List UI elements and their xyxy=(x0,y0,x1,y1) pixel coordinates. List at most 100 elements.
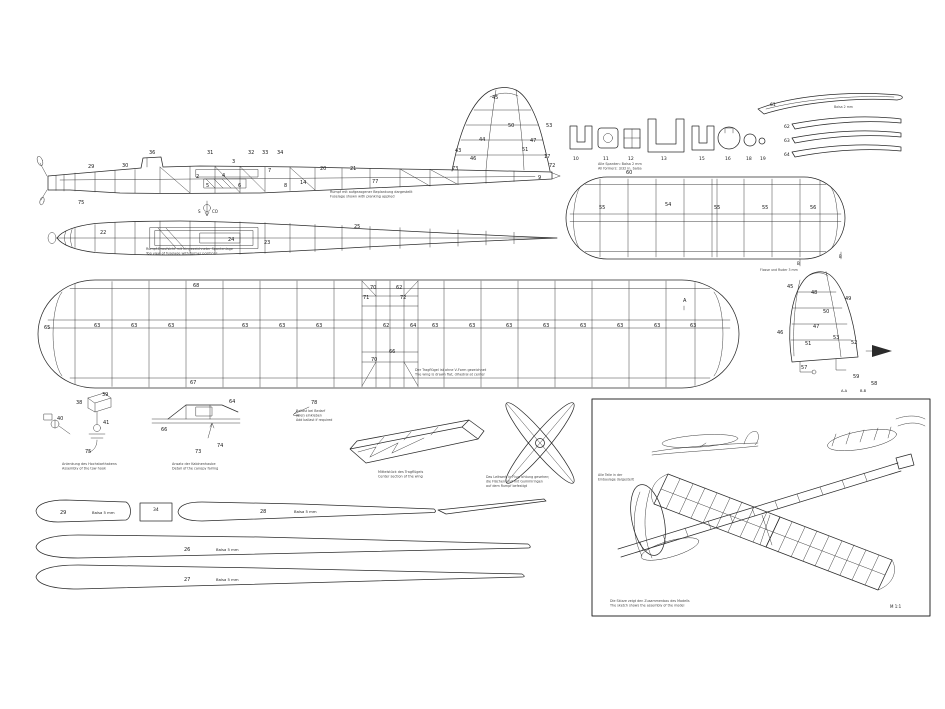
part-label: 12 xyxy=(628,156,634,162)
part-label: 55 xyxy=(762,205,768,211)
part-label: 63 xyxy=(784,138,790,144)
fin-plan xyxy=(789,271,892,375)
part-label: 58 xyxy=(871,381,877,387)
part-label: 63 xyxy=(168,323,174,329)
part-label: 52 xyxy=(851,340,857,346)
part-label: 46 xyxy=(777,330,783,336)
caption-line: Fuselage shown with planking applied xyxy=(330,195,394,199)
part-label: 34 xyxy=(277,150,283,156)
part-label: 34 xyxy=(153,507,159,513)
part-label: 72 xyxy=(400,295,406,301)
part-label: 75 xyxy=(78,200,84,206)
part-label: 62 xyxy=(784,124,790,130)
part-label: 51 xyxy=(522,147,528,153)
part-label: 27 xyxy=(184,577,190,583)
part-label: 64 xyxy=(784,152,790,158)
part-label: 33 xyxy=(262,150,268,156)
part-label: 63 xyxy=(432,323,438,329)
part-label: 61 xyxy=(770,102,776,108)
stabilizer-plan xyxy=(565,176,846,267)
part-label: 53 xyxy=(833,335,839,341)
part-label: 29 xyxy=(88,164,94,170)
part-label: 13 xyxy=(661,156,667,162)
part-label: 10 xyxy=(573,156,579,162)
part-label: Balsa 5 mm xyxy=(294,509,317,514)
part-label: 20 xyxy=(320,166,326,172)
part-label: B-B xyxy=(860,389,867,393)
part-label: 36 xyxy=(149,150,155,156)
part-label: 19 xyxy=(760,156,766,162)
north-arrow-flag xyxy=(872,345,892,357)
part-label: 63 xyxy=(469,323,475,329)
pylon-detail xyxy=(151,404,241,439)
part-label: 70 xyxy=(370,285,376,291)
part-label: 30 xyxy=(122,163,128,169)
part-label: 72 xyxy=(549,163,555,169)
part-label: 63 xyxy=(131,323,137,329)
wing-center-detail xyxy=(349,419,485,464)
part-label: 9 xyxy=(538,175,541,181)
caption-line: The wing is drawn flat, dihedral at cent… xyxy=(414,373,486,377)
part-label: 56 xyxy=(810,205,816,211)
ballast-note xyxy=(292,406,310,417)
part-label: Balsa 5 mm xyxy=(216,547,239,552)
part-label: 26 xyxy=(184,547,190,553)
part-label: 43 xyxy=(455,148,461,154)
part-label: 54 xyxy=(665,202,671,208)
caption-line: Das Leitwerk in Flugrichtung gesehen; xyxy=(486,475,549,479)
part-label: 63 xyxy=(94,323,100,329)
part-label: 63 xyxy=(316,323,322,329)
part-label: 3 xyxy=(232,159,235,165)
part-label: 63 xyxy=(543,323,549,329)
part-label: 16 xyxy=(725,156,731,162)
part-label: 74 xyxy=(217,443,223,449)
part-label: 66 xyxy=(161,427,167,433)
caption-line: Assembly of the tow hook xyxy=(62,467,106,471)
part-label: 63 xyxy=(654,323,660,329)
part-label: 29 xyxy=(60,510,66,516)
part-label: 2 xyxy=(196,174,199,180)
part-label: 77 xyxy=(372,179,378,185)
caption-line: All formers: 3/32 in. balsa xyxy=(598,167,642,171)
caption-line: Top view of fuselage with former positio… xyxy=(145,252,218,256)
caption-line: Detail of the canopy fairing xyxy=(172,467,218,471)
part-label: S xyxy=(198,209,201,214)
part-label: 75 xyxy=(85,449,91,455)
part-label: 31 xyxy=(207,150,213,156)
part-label: A-A xyxy=(841,389,848,393)
part-label: 65 xyxy=(44,325,50,331)
part-label: 18 xyxy=(746,156,752,162)
part-label: 24 xyxy=(228,237,234,243)
caption-line: Ballast bei Bedarf xyxy=(296,409,326,413)
part-label: 70 xyxy=(371,357,377,363)
part-label: 55 xyxy=(714,205,720,211)
caption-line: Alle Spanten: Balsa 2 mm xyxy=(598,162,642,166)
part-label: 51 xyxy=(805,341,811,347)
part-label: 60 xyxy=(626,170,632,176)
towhook-detail xyxy=(43,392,112,453)
caption-line: Alle Teile in der xyxy=(598,473,623,477)
part-label: Balsa 5 mm xyxy=(216,577,239,582)
part-label: 32 xyxy=(248,150,254,156)
part-label: 53 xyxy=(546,123,552,129)
spar-templates xyxy=(35,498,547,590)
part-label: 57 xyxy=(801,365,807,371)
part-label: 63 xyxy=(690,323,696,329)
tip-templates xyxy=(757,93,903,158)
part-label: 64 xyxy=(229,399,235,405)
part-label: 22 xyxy=(100,230,106,236)
part-label: 47 xyxy=(530,138,536,144)
part-label: 21 xyxy=(350,166,356,172)
bulkhead-templates xyxy=(569,118,766,153)
part-label: 63 xyxy=(617,323,623,329)
caption-line: Add ballast if required xyxy=(296,418,332,422)
part-label: 45 xyxy=(492,95,498,101)
caption-line: Anlenkung des Hochstarthakens xyxy=(62,462,117,466)
part-label: 41 xyxy=(103,420,109,426)
part-label: 5 xyxy=(206,183,209,189)
part-label: 55 xyxy=(599,205,605,211)
caption-line: (Blei) einkleben xyxy=(296,413,322,417)
part-label: 63 xyxy=(506,323,512,329)
caption-line: Einbaulage dargestellt xyxy=(598,477,635,481)
